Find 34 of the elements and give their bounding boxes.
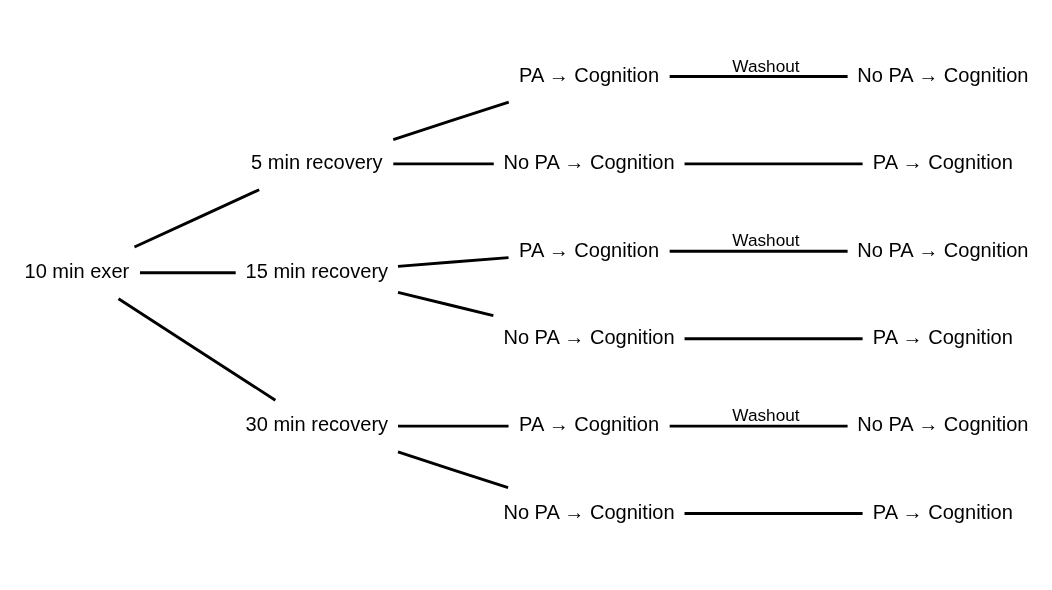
node-text: No PA → Cognition xyxy=(503,500,675,523)
connector xyxy=(139,271,236,275)
connector xyxy=(117,297,277,402)
node-text: 30 min recovery xyxy=(245,413,389,436)
connector xyxy=(684,512,863,515)
node-text: PA → Cognition xyxy=(519,413,660,436)
edge-label: Washout xyxy=(732,230,800,251)
node-text: 10 min exer xyxy=(24,260,130,283)
node-text: PA → Cognition xyxy=(872,151,1013,174)
node-text: No PA → Cognition xyxy=(857,63,1029,86)
node-text: No PA → Cognition xyxy=(857,413,1029,436)
connector xyxy=(669,424,848,428)
node-text: PA → Cognition xyxy=(872,500,1013,523)
node-text: No PA → Cognition xyxy=(503,151,675,174)
connector xyxy=(684,162,863,166)
node-text: 5 min recovery xyxy=(251,151,383,174)
edge-label: Washout xyxy=(732,55,800,76)
node-text: No PA → Cognition xyxy=(857,238,1029,261)
connector xyxy=(669,249,848,253)
node-text: PA → Cognition xyxy=(519,63,660,86)
connector xyxy=(397,290,494,318)
connector xyxy=(669,75,848,78)
node-text: 15 min recovery xyxy=(245,260,389,283)
connector xyxy=(392,100,510,141)
connector xyxy=(398,424,509,428)
node-text: PA → Cognition xyxy=(519,238,660,261)
connector xyxy=(393,162,494,166)
node-text: PA → Cognition xyxy=(872,326,1013,348)
connector xyxy=(684,337,863,341)
connector xyxy=(133,188,260,249)
node-text: No PA → Cognition xyxy=(503,326,675,348)
edge-label: Washout xyxy=(732,405,800,426)
connector xyxy=(397,450,509,490)
connector xyxy=(397,256,509,268)
